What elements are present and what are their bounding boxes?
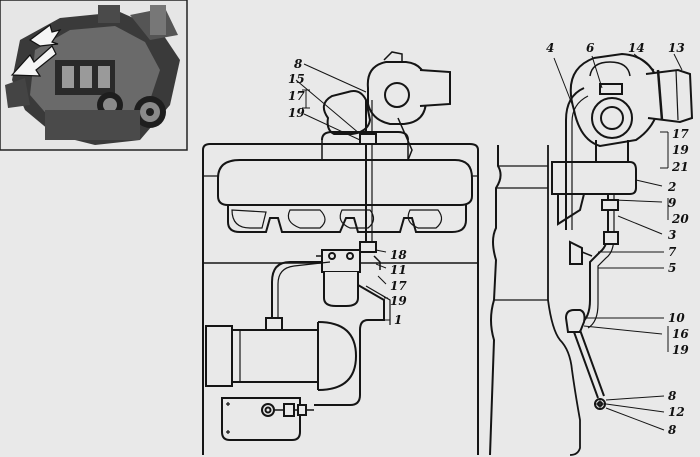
callout-19-right: 19 bbox=[672, 143, 689, 157]
callout-12: 12 bbox=[668, 405, 685, 419]
callout-2: 2 bbox=[667, 180, 676, 194]
callout-1: 1 bbox=[394, 313, 402, 327]
callout-15: 15 bbox=[288, 72, 305, 86]
front-view-diagram bbox=[202, 51, 479, 455]
callout-11: 11 bbox=[390, 263, 407, 277]
callout-leaders bbox=[295, 53, 683, 431]
callout-7: 7 bbox=[668, 245, 677, 259]
callout-21: 21 bbox=[671, 160, 689, 174]
callout-20: 20 bbox=[671, 212, 689, 226]
callout-17-left: 17 bbox=[288, 89, 305, 103]
callout-17-mid: 17 bbox=[390, 279, 407, 293]
callout-19-left: 19 bbox=[288, 106, 305, 120]
callout-3: 3 bbox=[668, 228, 676, 242]
engine-overview-photo bbox=[0, 0, 188, 151]
callout-8-top: 8 bbox=[294, 57, 303, 71]
callout-9: 9 bbox=[668, 196, 677, 210]
callout-4: 4 bbox=[546, 41, 554, 55]
callout-5: 5 bbox=[668, 261, 676, 275]
side-view-diagram bbox=[489, 52, 694, 456]
callout-16: 16 bbox=[672, 327, 689, 341]
callout-13: 13 bbox=[668, 41, 685, 55]
callout-8-low-1: 8 bbox=[668, 389, 677, 403]
callout-14: 14 bbox=[628, 41, 645, 55]
callout-18: 18 bbox=[390, 248, 407, 262]
callout-17-right: 17 bbox=[672, 127, 689, 141]
callout-6: 6 bbox=[586, 41, 595, 55]
callout-8-low-2: 8 bbox=[668, 423, 677, 437]
callout-19-mid: 19 bbox=[390, 294, 407, 308]
callout-numbers: 8 15 17 19 18 11 17 19 1 4 6 14 13 17 19… bbox=[288, 41, 689, 437]
callout-10: 10 bbox=[668, 311, 685, 325]
callout-19-low: 19 bbox=[672, 343, 689, 357]
